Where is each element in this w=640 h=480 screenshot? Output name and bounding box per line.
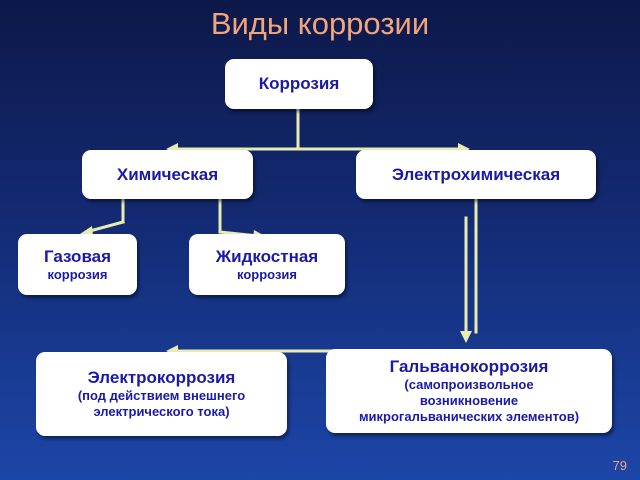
node-electrocorrosion-label: Электрокоррозия [87,368,236,387]
node-galvanocorrosion-label: Гальванокоррозия [389,357,549,376]
slide-title: Виды коррозии [210,6,430,41]
node-galvanocorrosion-line-1: (самопроизвольное [404,377,534,392]
node-galvanocorrosion: Гальванокоррозия (самопроизвольное возни… [326,349,612,433]
node-liquid-corrosion: Жидкостная коррозия [189,234,345,295]
node-liquid-sublabel: коррозия [237,266,297,282]
node-gas-sublabel: коррозия [47,266,108,282]
node-chemical: Химическая [82,150,253,199]
node-electrochemical-label: Электрохимическая [391,164,561,184]
node-electrochemical: Электрохимическая [356,150,596,199]
node-corrosion-label: Коррозия [258,74,340,93]
node-galvanocorrosion-line-3: микрогальванических элементов) [358,409,580,424]
node-gas-label: Газовая [43,246,112,266]
node-corrosion: Коррозия [225,59,373,109]
page-number: 79 [612,458,627,473]
node-electrocorrosion-line-2: электрического тока) [93,404,230,419]
node-galvanocorrosion-line-2: возникновение [419,393,519,408]
arrowhead-to-gas [80,226,93,236]
node-gas-corrosion: Газовая коррозия [18,234,137,295]
arrowhead-to-galvanic [460,331,472,343]
node-electrocorrosion: Электрокоррозия (под действием внешнего … [36,352,287,436]
node-electrocorrosion-line-1: (под действием внешнего [77,388,246,403]
node-liquid-label: Жидкостная [215,246,319,266]
node-chemical-label: Химическая [116,164,219,184]
